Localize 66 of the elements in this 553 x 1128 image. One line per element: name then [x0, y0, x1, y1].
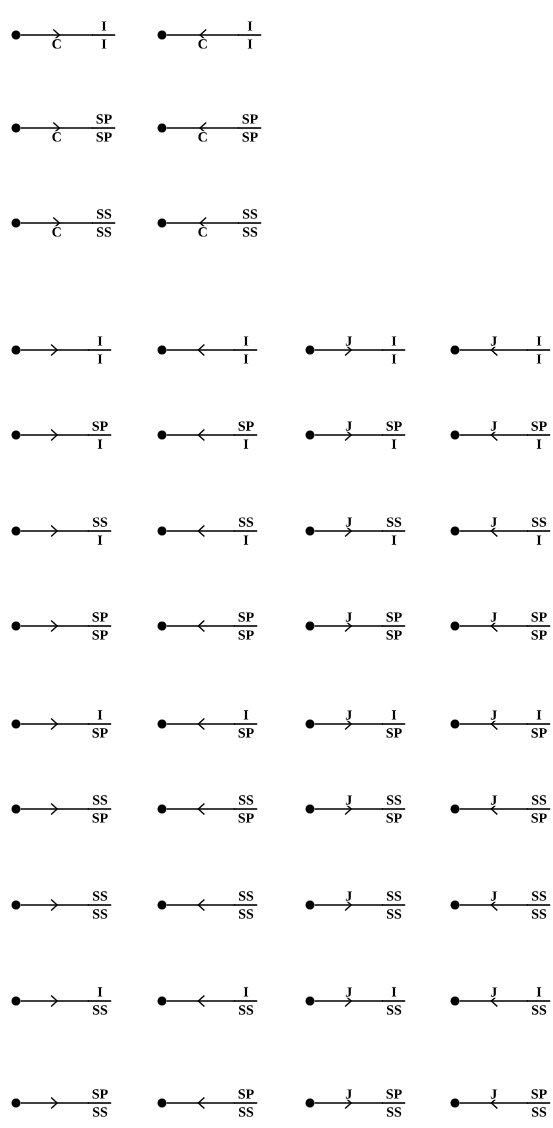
edge-label: J	[345, 710, 352, 720]
fraction: SS I	[526, 517, 551, 545]
edge-label: J	[490, 1089, 497, 1099]
fraction: SP SP	[526, 612, 551, 640]
edge-label: J	[345, 891, 352, 901]
edge-label: J	[345, 795, 352, 805]
fraction: SS SS	[237, 209, 262, 237]
edge-label: C	[198, 39, 207, 49]
edge-label: J	[490, 421, 497, 431]
edge-label: J	[490, 336, 497, 346]
fraction: SP I	[526, 421, 551, 449]
edge-label: C	[198, 227, 207, 237]
fraction: SP SP	[91, 114, 116, 142]
fraction: SP SP	[87, 612, 112, 640]
fraction: SS SP	[233, 795, 258, 823]
edge-label: J	[345, 421, 352, 431]
fraction: SS SP	[526, 795, 551, 823]
edge-label: J	[345, 517, 352, 527]
fraction: SP SS	[87, 1089, 112, 1117]
fraction: SP SP	[233, 612, 258, 640]
edge-label: J	[345, 612, 352, 622]
fraction: I I	[526, 336, 551, 364]
fraction: I SS	[526, 987, 551, 1015]
fraction: I SP	[381, 710, 406, 738]
fraction: SP SS	[526, 1089, 551, 1117]
fraction: SP I	[233, 421, 258, 449]
fraction: SS SS	[526, 891, 551, 919]
fraction: I I	[233, 336, 258, 364]
edge-label: J	[345, 987, 352, 997]
fraction: I SS	[87, 987, 112, 1015]
fraction: SS SS	[381, 891, 406, 919]
fraction: SS SS	[233, 891, 258, 919]
fraction: I SS	[233, 987, 258, 1015]
fraction: I I	[381, 336, 406, 364]
edge-label: J	[490, 517, 497, 527]
fraction: SP SS	[233, 1089, 258, 1117]
fraction: SS SP	[87, 795, 112, 823]
edge-label: J	[490, 795, 497, 805]
edge-label: C	[52, 227, 61, 237]
fraction: I I	[91, 21, 116, 49]
fraction: SS I	[233, 517, 258, 545]
edge-label: J	[345, 1089, 352, 1099]
fraction: SS SP	[381, 795, 406, 823]
fraction: SS SS	[91, 209, 116, 237]
fraction: I SS	[381, 987, 406, 1015]
fraction: SP I	[381, 421, 406, 449]
fraction: SP SP	[381, 612, 406, 640]
fraction: SP SP	[237, 114, 262, 142]
fraction: SP I	[87, 421, 112, 449]
edge-label: C	[52, 39, 61, 49]
edge-label: J	[490, 612, 497, 622]
fraction: I SP	[233, 710, 258, 738]
edge-label: J	[490, 891, 497, 901]
fraction: I I	[87, 336, 112, 364]
edge-label: C	[52, 132, 61, 142]
fraction: SS SS	[87, 891, 112, 919]
fraction: SS I	[381, 517, 406, 545]
fraction: I SP	[526, 710, 551, 738]
fraction: I SP	[87, 710, 112, 738]
edge-label: J	[490, 710, 497, 720]
fraction: I I	[237, 21, 262, 49]
edge-label: J	[345, 336, 352, 346]
fraction: SP SS	[381, 1089, 406, 1117]
fraction: SS I	[87, 517, 112, 545]
edge-label: J	[490, 987, 497, 997]
edge-label: C	[198, 132, 207, 142]
